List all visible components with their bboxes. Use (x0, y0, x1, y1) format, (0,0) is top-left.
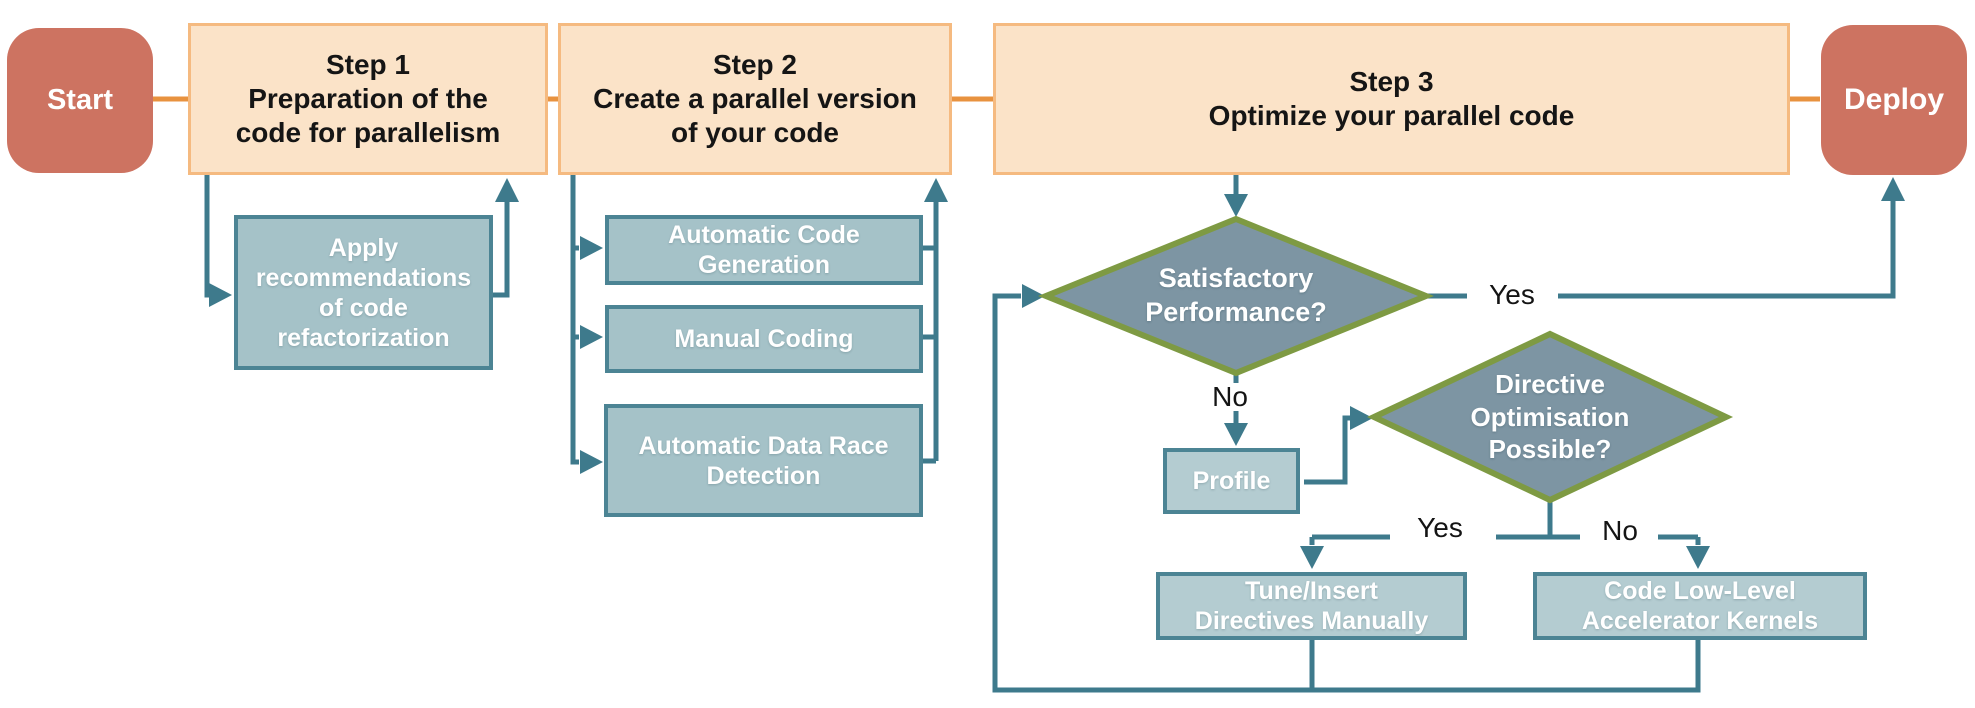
arrowhead (1224, 194, 1248, 217)
arrowhead (1022, 284, 1045, 308)
low-level-kernels-box: Code Low-Level Accelerator Kernels (1533, 572, 1867, 640)
directive-decision-diamond (1366, 330, 1734, 504)
automatic-code-generation-box: Automatic Code Generation (605, 215, 923, 285)
profile-box: Profile (1163, 448, 1300, 514)
deploy-terminal: Deploy (1821, 25, 1967, 175)
tune-directives-box: Tune/Insert Directives Manually (1156, 572, 1467, 640)
step2-box: Step 2 Create a parallel version of your… (558, 23, 952, 175)
arrowhead (209, 283, 232, 307)
performance-yes-label: Yes (1489, 279, 1535, 310)
profile-to-directive-line (1304, 415, 1350, 485)
arrowhead (580, 236, 603, 260)
start-terminal: Start (7, 28, 153, 173)
arrowhead (924, 178, 948, 202)
performance-no-label: No (1212, 381, 1248, 412)
directive-branch-line (1309, 500, 1701, 545)
step3-box: Step 3 Optimize your parallel code (993, 23, 1790, 175)
performance-decision-label: Satisfactory Performance? (1145, 263, 1327, 327)
performance-decision-diamond (1038, 215, 1434, 377)
directive-yes-label: Yes (1417, 512, 1463, 543)
arrowhead (1300, 546, 1324, 569)
arrowhead (580, 450, 603, 474)
manual-coding-box: Manual Coding (605, 305, 923, 373)
step1-box: Step 1 Preparation of the code for paral… (188, 23, 548, 175)
arrowhead (495, 178, 519, 202)
step2-task-fanout-line (570, 175, 939, 465)
arrowhead (1881, 177, 1905, 201)
apply-refactorization-box: Apply recommendations of code refactoriz… (234, 215, 493, 370)
arrowhead (1224, 423, 1248, 446)
arrowhead (580, 325, 603, 349)
directive-no-label: No (1602, 515, 1638, 546)
optimize-loopback-line (992, 293, 1701, 693)
arrowhead (1350, 406, 1373, 430)
data-race-detection-box: Automatic Data Race Detection (604, 404, 923, 517)
arrowhead (1686, 546, 1710, 569)
directive-decision-label: Directive Optimisation Possible? (1470, 369, 1630, 465)
